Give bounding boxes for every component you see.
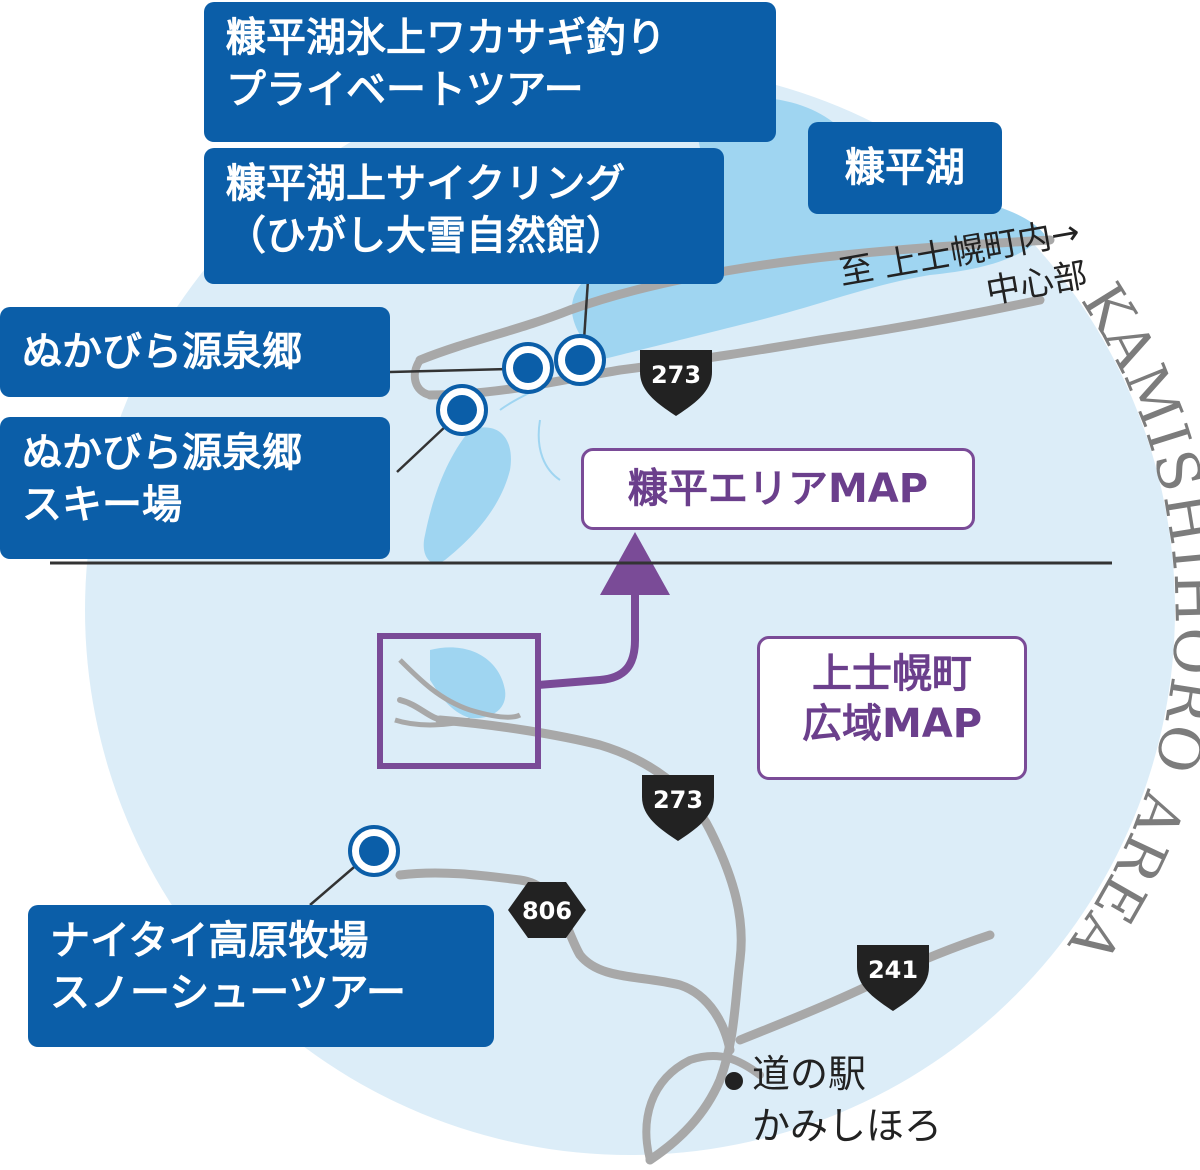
zoom-arrow <box>537 580 639 689</box>
spot-marker-ski[interactable] <box>436 384 488 436</box>
label-lake-cycling[interactable]: 糠平湖上サイクリング （ひがし大雪自然館） <box>204 148 724 284</box>
spot-marker-cycling[interactable] <box>554 334 606 386</box>
label-nukabira-ski[interactable]: ぬかびら源泉郷 スキー場 <box>0 417 390 559</box>
lake-nukabira <box>571 97 1045 360</box>
leader-lines <box>309 279 590 906</box>
label-line: ぬかびら源泉郷 <box>22 430 302 476</box>
label-line: 糠平湖 <box>845 145 965 191</box>
label-line: （ひがし大雪自然館） <box>226 213 626 259</box>
label-line: 糠平湖氷上ワカサギ釣り <box>226 15 666 61</box>
label-nukabira-onsen[interactable]: ぬかびら源泉郷 <box>0 307 390 397</box>
station-line: かみしほろ <box>752 1104 943 1148</box>
title-line: 広域MAP <box>801 701 983 747</box>
title-line: 糠平エリアMAP <box>627 466 929 512</box>
route-number: 273 <box>653 786 703 814</box>
wide-map-title: 上士幌町 広域MAP <box>757 636 1027 780</box>
spot-marker-naitai[interactable] <box>348 825 400 877</box>
inset-frame <box>377 633 541 769</box>
station-line: 道の駅 <box>752 1052 867 1096</box>
route-number: 241 <box>868 956 918 984</box>
title-line: 上士幌町 <box>812 651 972 697</box>
spot-marker-onsen[interactable] <box>502 342 554 394</box>
route-number: 273 <box>651 361 701 389</box>
inset-mini-map <box>394 647 522 728</box>
label-line: ナイタイ高原牧場 <box>50 918 369 964</box>
lake-nukabira-south <box>423 427 511 564</box>
route-shield-241: 241 <box>857 945 929 1011</box>
label-line: ぬかびら源泉郷 <box>22 329 302 375</box>
label-lake-nukabira[interactable]: 糠平湖 <box>808 122 1002 214</box>
station-label: 道の駅 かみしほろ <box>752 1048 942 1152</box>
label-line: スノーシューツアー <box>50 970 406 1016</box>
label-line: 糠平湖上サイクリング <box>226 161 626 207</box>
route-shield-273-wide: 273 <box>642 775 714 841</box>
label-line: スキー場 <box>22 482 182 528</box>
route-number: 806 <box>522 897 572 925</box>
route-shield-806: 806 <box>508 882 586 938</box>
route-shield-273-area: 273 <box>640 350 712 416</box>
label-icefishing-tour[interactable]: 糠平湖氷上ワカサギ釣り プライベートツアー <box>204 2 776 142</box>
label-naitai-snowshoe[interactable]: ナイタイ高原牧場 スノーシューツアー <box>28 905 494 1047</box>
area-map-title: 糠平エリアMAP <box>581 448 975 530</box>
label-line: プライベートツアー <box>226 67 584 113</box>
station-dot <box>725 1072 743 1090</box>
